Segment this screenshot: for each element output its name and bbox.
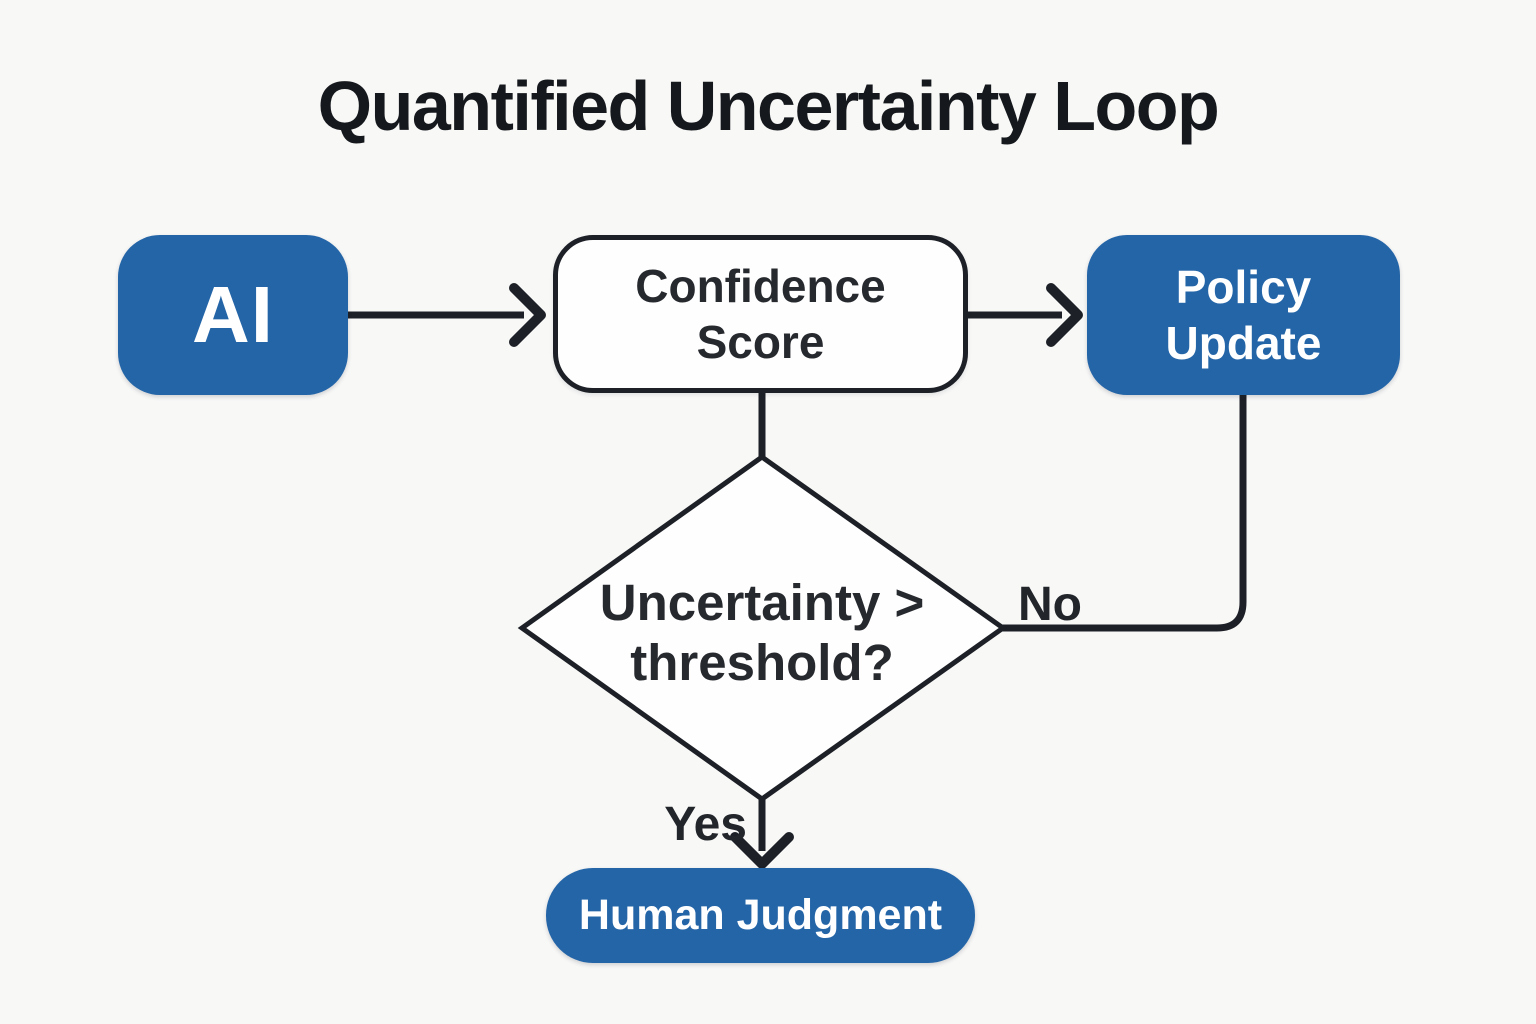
node-ai: AI — [118, 235, 348, 395]
node-human-judgment: Human Judgment — [546, 868, 975, 963]
arrowhead-into-policy — [1046, 283, 1083, 347]
decision-diamond-shape — [517, 453, 1008, 803]
diagram-title: Quantified Uncertainty Loop — [317, 67, 1220, 145]
edge-label-yes: Yes — [664, 798, 747, 851]
arrowhead-into-human — [730, 832, 794, 869]
node-decision-label: Uncertainty > threshold? — [599, 574, 925, 691]
arrowhead-into-confidence — [509, 283, 546, 347]
edge-label-no: No — [1018, 578, 1082, 631]
node-confidence-score: Confidence Score — [553, 235, 968, 393]
edge-decision-no-to-policy — [1000, 393, 1247, 632]
node-policy-update: Policy Update — [1087, 235, 1400, 395]
